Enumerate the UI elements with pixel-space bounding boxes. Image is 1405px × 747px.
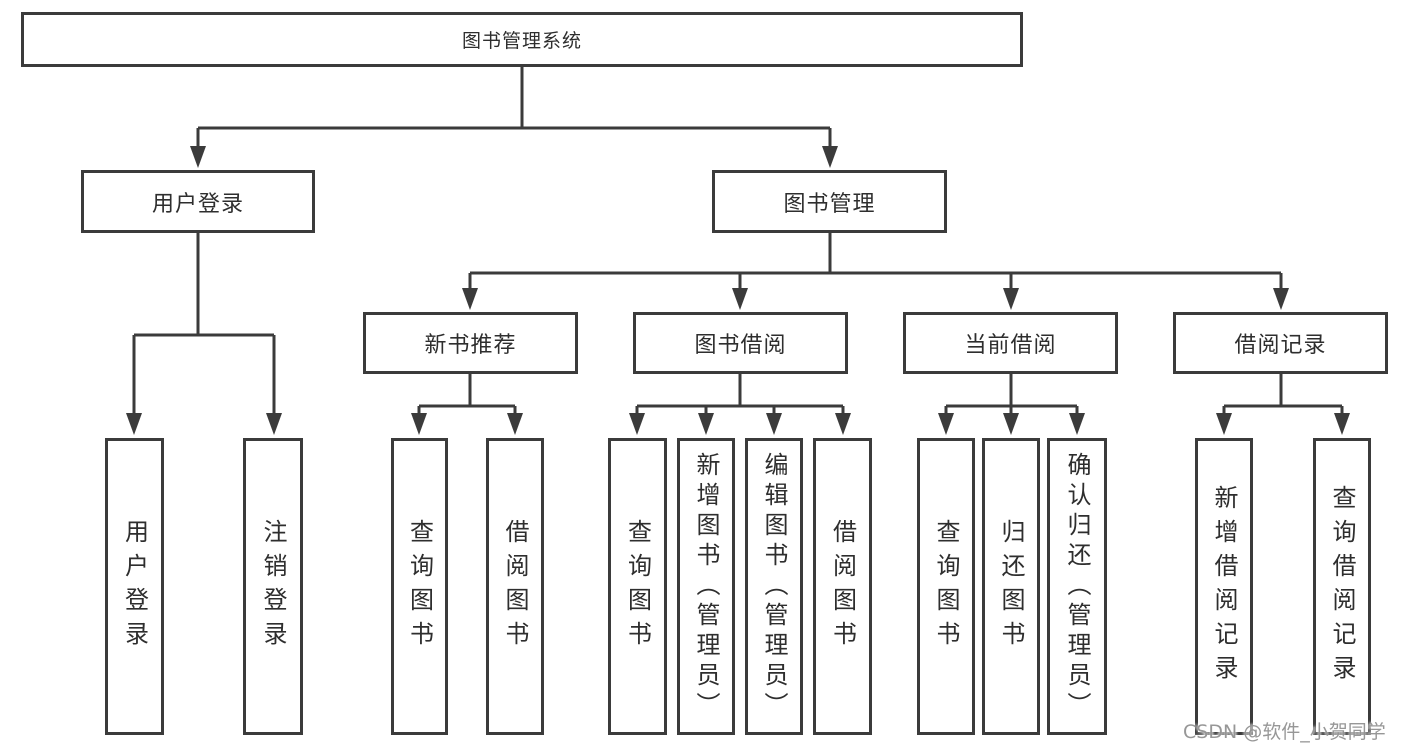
node-leaf-rec-query-books: 查询图书 xyxy=(391,438,448,735)
node-root-system: 图书管理系统 xyxy=(21,12,1023,67)
leaf-label: 查询图书 xyxy=(932,518,960,655)
edge-borrowrecord-to-leaves xyxy=(1222,374,1344,414)
arrowhead xyxy=(266,413,282,435)
leaf-label: 编辑图书（管理员） xyxy=(760,451,788,722)
node-leaf-user-login: 用户登录 xyxy=(105,438,164,735)
node-leaf-rec-borrow-books: 借阅图书 xyxy=(486,438,544,735)
node-leaf-record-query: 查询借阅记录 xyxy=(1313,438,1371,735)
arrowhead xyxy=(835,413,851,435)
arrowhead xyxy=(629,413,645,435)
arrowhead xyxy=(698,413,714,435)
arrowhead xyxy=(411,413,427,435)
leaf-label: 查询借阅记录 xyxy=(1328,484,1356,689)
arrowhead xyxy=(1216,413,1232,435)
csdn-watermark: CSDN @软件_小贺同学 xyxy=(1183,721,1386,743)
leaf-label: 查询图书 xyxy=(405,518,434,655)
node-leaf-current-return-books: 归还图书 xyxy=(982,438,1040,735)
leaf-label: 归还图书 xyxy=(997,518,1025,655)
arrowhead xyxy=(766,413,782,435)
arrowhead xyxy=(1069,413,1085,435)
node-leaf-current-confirm-return: 确认归还（管理员） xyxy=(1047,438,1107,735)
node-book-borrowing: 图书借阅 xyxy=(633,312,848,374)
leaf-label: 新增图书（管理员） xyxy=(692,451,720,722)
edge-bookmgmt-to-level3 xyxy=(468,233,1283,291)
arrowhead xyxy=(1003,288,1019,310)
arrowhead xyxy=(462,288,478,310)
edge-currentborrow-to-leaves xyxy=(944,374,1079,414)
node-leaf-borrow-borrow-books: 借阅图书 xyxy=(813,438,872,735)
arrowhead xyxy=(190,146,206,168)
node-borrowing-records: 借阅记录 xyxy=(1173,312,1388,374)
edge-newbookrec-to-leaves xyxy=(417,374,517,414)
arrowhead xyxy=(822,146,838,168)
node-leaf-record-add: 新增借阅记录 xyxy=(1195,438,1253,735)
node-leaf-logout: 注销登录 xyxy=(243,438,303,735)
node-leaf-borrow-add-books: 新增图书（管理员） xyxy=(677,438,735,735)
node-book-management: 图书管理 xyxy=(712,170,947,233)
leaf-label: 注销登录 xyxy=(259,518,287,655)
arrowhead xyxy=(1334,413,1350,435)
leaf-label: 查询图书 xyxy=(623,518,652,655)
arrowhead xyxy=(938,413,954,435)
leaf-label: 用户登录 xyxy=(120,518,149,655)
arrowhead xyxy=(126,413,142,435)
edge-root-to-level2 xyxy=(196,67,832,149)
node-new-book-recommend: 新书推荐 xyxy=(363,312,578,374)
arrowhead xyxy=(1003,413,1019,435)
edge-bookborrow-to-leaves xyxy=(635,374,845,414)
node-leaf-borrow-query-books: 查询图书 xyxy=(608,438,667,735)
arrowhead xyxy=(507,413,523,435)
leaf-label: 借阅图书 xyxy=(501,518,529,655)
node-current-borrowing: 当前借阅 xyxy=(903,312,1118,374)
arrowhead xyxy=(1273,288,1289,310)
node-leaf-borrow-edit-books: 编辑图书（管理员） xyxy=(745,438,803,735)
leaf-label: 确认归还（管理员） xyxy=(1063,451,1091,722)
node-user-login: 用户登录 xyxy=(81,170,315,233)
leaf-label: 新增借阅记录 xyxy=(1210,484,1238,689)
node-leaf-current-query-books: 查询图书 xyxy=(917,438,975,735)
edge-userlogin-to-leaves xyxy=(132,233,276,414)
arrowhead xyxy=(732,288,748,310)
leaf-label: 借阅图书 xyxy=(828,518,857,655)
